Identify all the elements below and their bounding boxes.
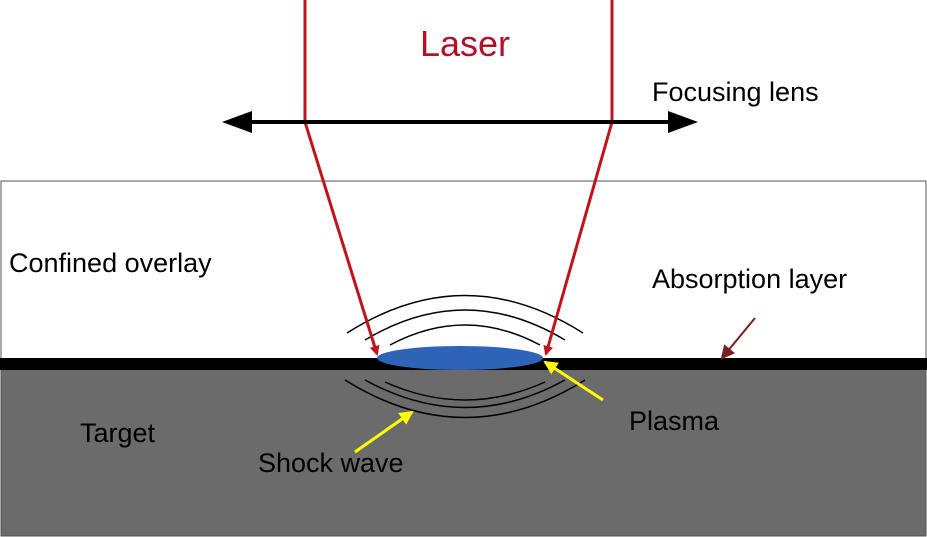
shock-wave-arc <box>389 324 541 346</box>
target-region <box>0 368 927 537</box>
shock-wave-pointer-arrow <box>354 410 414 454</box>
plasma-label: Plasma <box>629 406 720 436</box>
plasma-pointer-arrow <box>543 360 604 402</box>
shock-wave-arc <box>344 379 586 419</box>
lens-arrowhead-right <box>668 111 698 133</box>
shock-wave-arcs-upper <box>346 294 584 346</box>
absorption-layer-pointer-arrow <box>720 317 756 360</box>
shock-wave-label: Shock wave <box>258 448 404 478</box>
shock-wave-arc <box>364 309 566 341</box>
laser-label: Laser <box>420 23 510 64</box>
shock-wave-arc <box>346 294 584 334</box>
lens-arrowhead-left <box>222 111 252 133</box>
shock-wave-arc <box>364 379 566 409</box>
absorption-layer-label: Absorption layer <box>652 264 847 294</box>
shock-wave-arcs-lower <box>344 379 586 419</box>
target-label: Target <box>80 418 156 448</box>
plasma-ellipse <box>377 346 543 370</box>
confined-overlay-label: Confined overlay <box>9 248 212 278</box>
focusing-lens-label: Focusing lens <box>652 77 819 107</box>
focusing-lens-symbol <box>222 111 698 133</box>
shock-wave-arc <box>384 381 546 401</box>
confined-overlay-region <box>0 180 927 360</box>
